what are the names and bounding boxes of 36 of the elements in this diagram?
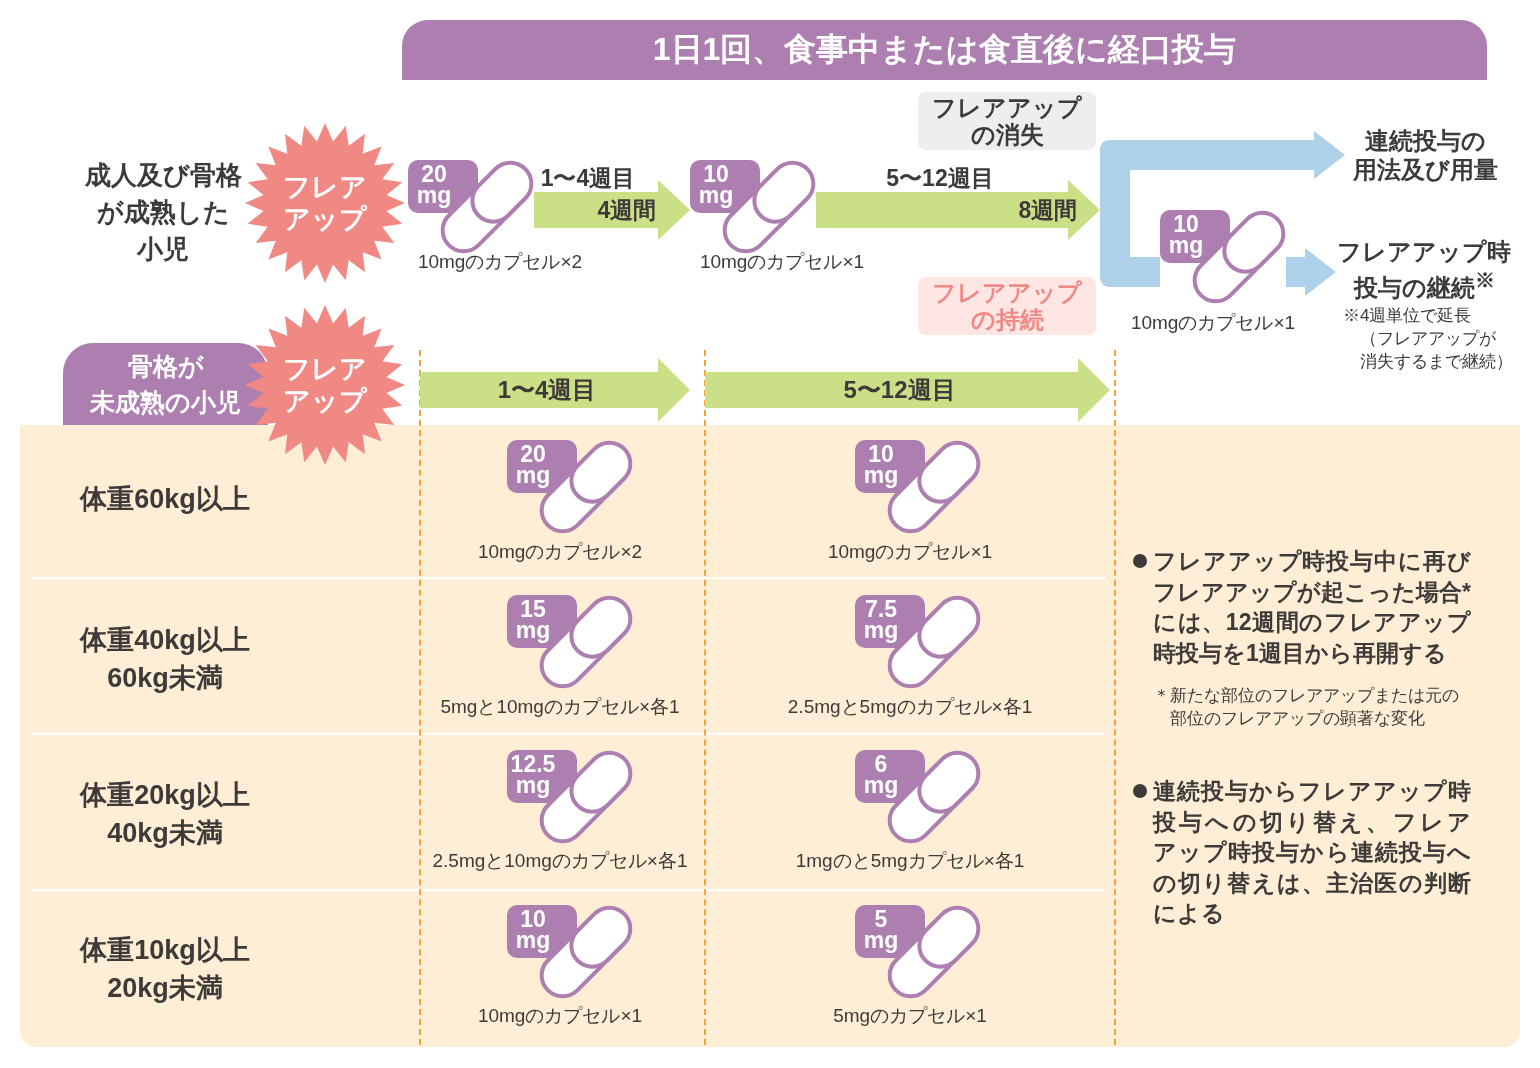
title-banner: 1日1回、食事中または食直後に経口投与 bbox=[402, 20, 1487, 80]
arrow-band: 5〜12週目 bbox=[705, 358, 1110, 422]
note-text: 連続投与からフレアアップ時投与への切り替え、フレアアップ時投与から連続投与への切り替えは、主治医の判断による bbox=[1153, 777, 1471, 928]
connector-band bbox=[1130, 257, 1160, 287]
dose-caption: 2.5mgと5mgのカプセル×各1 bbox=[787, 695, 1033, 719]
dose-caption: 2.5mgと10mgのカプセル×各1 bbox=[432, 849, 688, 873]
dose-caption: 10mgのカプセル×1 bbox=[477, 1004, 643, 1028]
dose-caption: 10mgのカプセル×2 bbox=[477, 540, 643, 564]
arrow bbox=[1286, 248, 1336, 296]
outcome-text: フレアアップ時投与の継続$^{※}$ bbox=[1336, 238, 1512, 300]
arrow bbox=[534, 180, 690, 240]
dose-caption: 10mgのカプセル×1 bbox=[827, 540, 993, 564]
starburst: フレアアップ bbox=[245, 123, 405, 283]
period-label: 1〜4週目 bbox=[540, 164, 636, 192]
period-label: 5〜12週目 bbox=[886, 164, 994, 192]
row-heading: 体重20kg以上40kg未満 bbox=[78, 779, 251, 850]
dose-caption: 10mgのカプセル×1 bbox=[1130, 311, 1296, 335]
status-box: フレアアップの消失 bbox=[918, 92, 1096, 150]
arrow bbox=[1130, 131, 1345, 179]
starburst: フレアアップ bbox=[245, 305, 405, 465]
row-heading: 成人及び骨格が成熟した小児 bbox=[83, 158, 243, 266]
arrow-band: 1〜4週目 bbox=[420, 358, 690, 422]
footnote: ※4週単位で延長（フレアアップが消失するまで継続） bbox=[1343, 305, 1514, 373]
note-text: フレアアップ時投与中に再びフレアアップが起こった場合*には、12週間のフレアアップ時投与を1週目から再開する bbox=[1153, 547, 1471, 668]
row-heading: 体重10kg以上20kg未満 bbox=[78, 934, 251, 1005]
status-box: フレアアップの持続 bbox=[918, 277, 1096, 335]
outcome-text: 連続投与の用法及び用量 bbox=[1345, 124, 1505, 186]
dose-caption: 5mgのカプセル×1 bbox=[833, 1004, 987, 1028]
row-heading: 体重60kg以上 bbox=[78, 483, 251, 516]
row-heading: 体重40kg以上60kg未満 bbox=[78, 624, 251, 695]
footnote: ＊新たな部位のフレアアップまたは元の部位のフレアアップの顕著な変化 bbox=[1153, 685, 1460, 730]
arrow bbox=[816, 180, 1100, 240]
category-tab: 骨格が未成熟の小児 bbox=[63, 343, 268, 425]
dose-caption: 1mgのと5mgカプセル×各1 bbox=[795, 849, 1025, 873]
dose-caption: 5mgと10mgのカプセル×各1 bbox=[440, 695, 680, 719]
junction-bar bbox=[1100, 140, 1130, 287]
